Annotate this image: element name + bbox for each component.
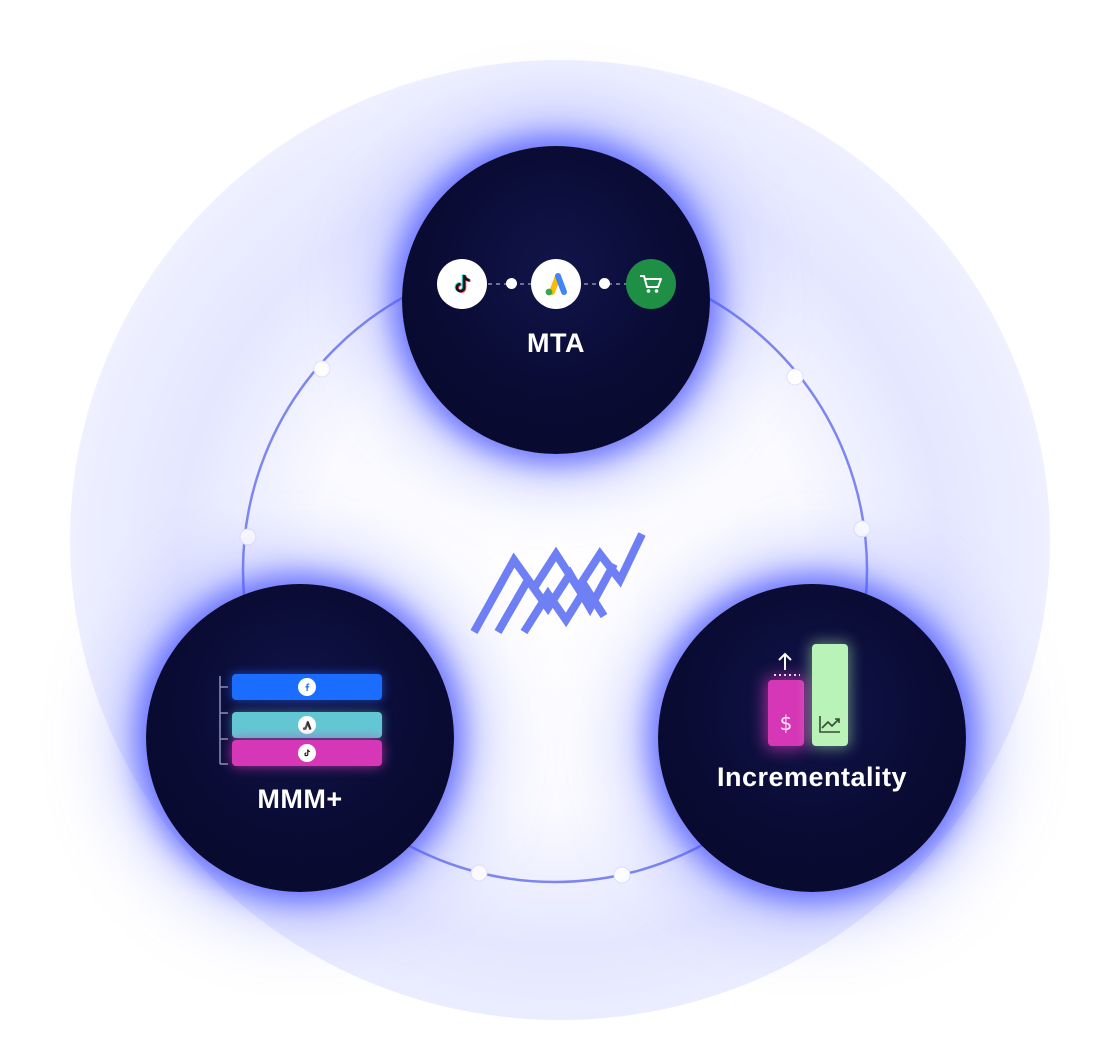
spend-bar: $ <box>768 680 804 746</box>
channel-bar-tiktok <box>232 740 382 766</box>
mta-label: MTA <box>527 328 585 358</box>
google-ads-icon <box>298 716 316 734</box>
ring-dot <box>786 368 804 386</box>
brand-logo <box>470 532 646 635</box>
shopping-cart-icon <box>626 259 676 309</box>
mta-node: MTA <box>402 146 710 454</box>
google-ads-icon <box>531 259 581 309</box>
channel-bar-facebook <box>232 674 382 700</box>
tiktok-icon <box>298 744 316 762</box>
trend-chart-icon <box>819 716 840 733</box>
dollar-icon: $ <box>780 711 793 735</box>
ring-dot <box>613 866 631 884</box>
lift-bar <box>812 644 848 746</box>
ring-dot <box>239 528 257 546</box>
ring-dot <box>470 864 488 882</box>
up-arrow-icon <box>774 652 800 676</box>
mmm-label: MMM+ <box>257 784 343 814</box>
facebook-icon <box>298 678 316 696</box>
journey-dot <box>506 278 517 289</box>
tiktok-icon <box>437 259 487 309</box>
incrementality-node: $ Incrementality <box>658 584 966 892</box>
bar-bracket <box>219 676 228 765</box>
incrementality-label: Incrementality <box>716 762 908 792</box>
ring-dot <box>853 520 871 538</box>
journey-dot <box>599 278 610 289</box>
channel-bar-google-ads <box>232 712 382 738</box>
ring-dot <box>313 360 331 378</box>
mmm-node: MMM+ <box>146 584 454 892</box>
svg-text:$: $ <box>780 711 793 735</box>
